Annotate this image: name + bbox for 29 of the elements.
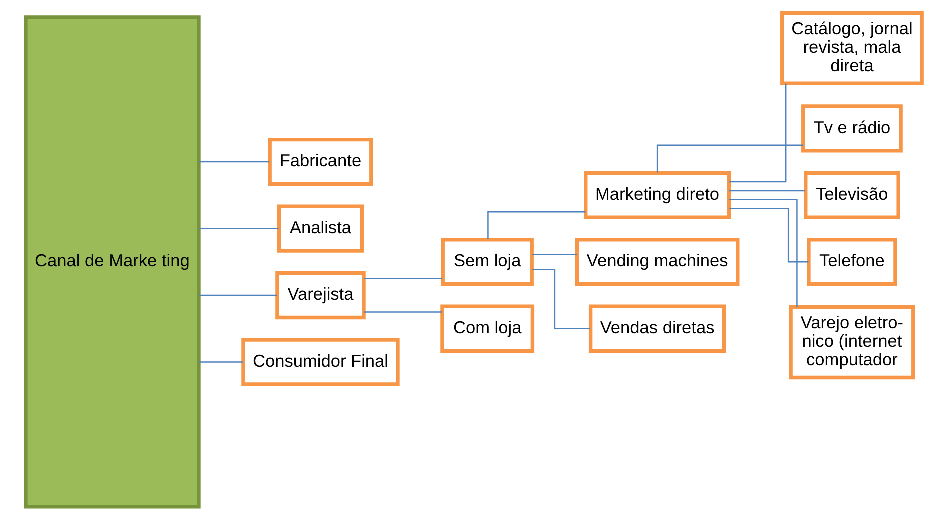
node-box: Sem loja bbox=[440, 238, 534, 286]
node-box: Consumidor Final bbox=[241, 338, 400, 386]
node-box: Com loja bbox=[440, 304, 534, 353]
connector bbox=[364, 312, 442, 313]
node-box: Analista bbox=[276, 204, 364, 253]
node-box: Varejo eletro- nico (internet computador bbox=[788, 305, 915, 380]
connector bbox=[728, 84, 786, 183]
connector bbox=[728, 199, 798, 308]
connector bbox=[199, 294, 277, 296]
node-box: Telefone bbox=[806, 238, 897, 286]
node-box: Marketing direto bbox=[584, 171, 731, 220]
connector bbox=[532, 254, 577, 256]
node-box: Vendas diretas bbox=[588, 304, 726, 353]
connector bbox=[656, 144, 803, 173]
node-box: Canal de Marke ting bbox=[24, 16, 200, 509]
connector bbox=[199, 362, 243, 363]
connector bbox=[487, 211, 586, 240]
node-box: Varejista bbox=[275, 271, 366, 320]
node-box: Fabricante bbox=[268, 138, 373, 186]
node-box: Catálogo, jornal revista, mala direta bbox=[780, 11, 924, 86]
connector bbox=[199, 161, 270, 163]
connector bbox=[729, 208, 808, 263]
connector bbox=[532, 268, 590, 330]
node-box: Tv e rádio bbox=[801, 104, 902, 153]
connector bbox=[199, 228, 278, 230]
node-box: Vending machines bbox=[574, 238, 740, 286]
node-box: Televisão bbox=[804, 171, 900, 220]
connector bbox=[364, 278, 442, 280]
connector bbox=[728, 190, 805, 192]
